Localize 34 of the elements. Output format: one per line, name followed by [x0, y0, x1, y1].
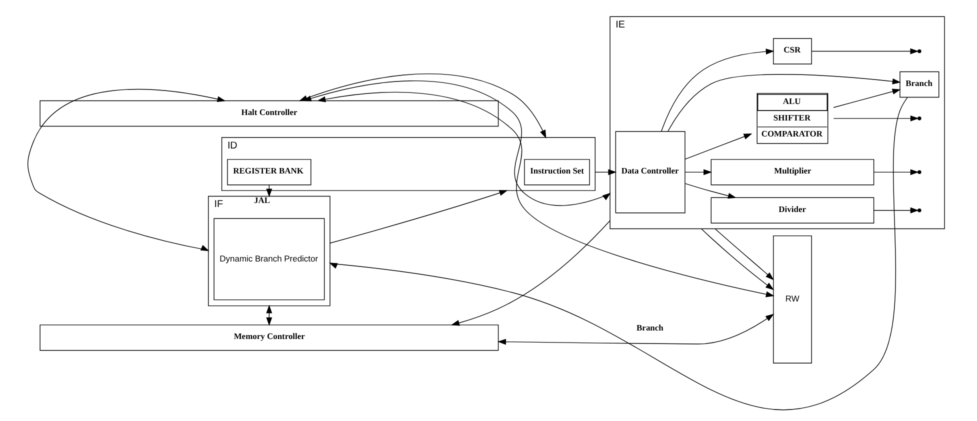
- arrow: [450, 220, 610, 326]
- node-box: Divider: [710, 197, 874, 224]
- node-box: Multiplier: [710, 159, 874, 186]
- edge-label: JAL: [253, 195, 270, 206]
- node-box: REGISTER BANK: [226, 159, 311, 186]
- arrow: [329, 190, 508, 244]
- arrow: [660, 48, 774, 132]
- arrow: [594, 169, 616, 176]
- arrow: [684, 183, 736, 199]
- arrow: [700, 228, 774, 290]
- node-box: Memory Controller: [39, 324, 498, 351]
- node-box: RW: [772, 235, 812, 364]
- node-box: Halt Controller: [39, 100, 498, 127]
- arrow: [497, 314, 774, 345]
- node-box: Instruction Set: [524, 159, 590, 186]
- node-box: Dynamic Branch Predictor: [213, 218, 324, 300]
- arrow: [684, 169, 712, 176]
- arrow: [302, 80, 610, 206]
- node-box: CSR: [772, 38, 812, 64]
- arrow: [810, 48, 918, 54]
- arrow: [266, 304, 272, 326]
- arrow: [316, 92, 774, 298]
- node-box: Branch: [899, 71, 939, 98]
- arrow: [832, 115, 918, 122]
- arrow: [328, 96, 908, 410]
- arrow: [832, 88, 900, 108]
- arrow: [714, 228, 774, 280]
- node-box: Data Controller: [614, 131, 685, 214]
- arrow: [26, 89, 226, 252]
- arrow: [667, 74, 900, 132]
- edge-label: Branch: [636, 322, 663, 332]
- arrow: [873, 169, 918, 176]
- arrow: [873, 207, 918, 214]
- arrow: [684, 134, 752, 160]
